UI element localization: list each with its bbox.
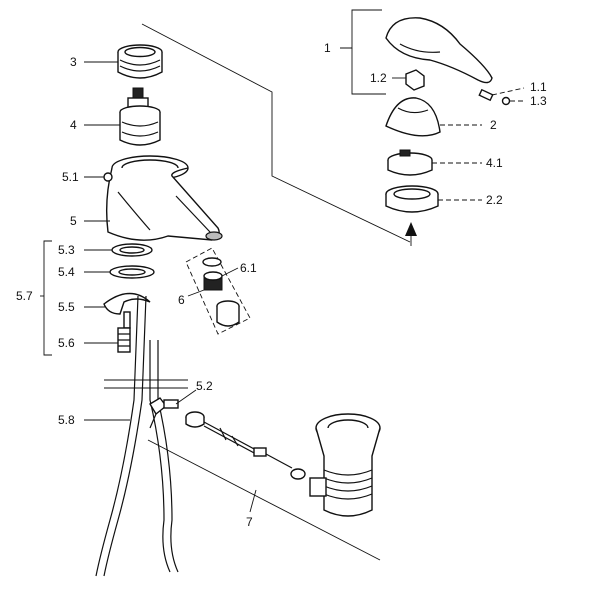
label-3: 3 bbox=[70, 55, 77, 69]
label-2: 2 bbox=[490, 118, 497, 132]
label-1-1: 1.1 bbox=[530, 80, 547, 94]
part-1-lever-handle bbox=[385, 17, 493, 84]
part-5-2-rod-joint bbox=[149, 397, 179, 429]
part-2-2-ring bbox=[385, 185, 439, 213]
part-1-2-insert bbox=[405, 69, 425, 91]
label-4: 4 bbox=[70, 118, 77, 132]
part-5-faucet-body bbox=[103, 155, 223, 241]
label-6-1: 6.1 bbox=[240, 261, 257, 275]
label-5: 5 bbox=[70, 214, 77, 228]
part-5-3-washer bbox=[111, 243, 153, 257]
callout-labels: 3 4 5.1 5 5.3 5.4 5.7 5.5 5.6 5.8 5.2 6.… bbox=[16, 41, 547, 529]
part-5-8-flexible-hoses bbox=[95, 295, 188, 577]
part-1-1-screw bbox=[478, 88, 494, 102]
label-5-4: 5.4 bbox=[58, 265, 75, 279]
label-5-3: 5.3 bbox=[58, 243, 75, 257]
part-3-cap-ring bbox=[117, 44, 163, 79]
label-1-2: 1.2 bbox=[370, 71, 387, 85]
label-5-5: 5.5 bbox=[58, 300, 75, 314]
label-5-8: 5.8 bbox=[58, 413, 75, 427]
label-1-3: 1.3 bbox=[530, 94, 547, 108]
part-7-pop-up-waste bbox=[185, 411, 381, 517]
label-5-1: 5.1 bbox=[62, 170, 79, 184]
part-5-6-stud bbox=[117, 327, 131, 353]
assembly-arrow bbox=[405, 222, 417, 236]
part-6-aerator-set bbox=[185, 247, 251, 335]
label-1: 1 bbox=[324, 41, 331, 55]
assembly-guide-lines bbox=[141, 23, 417, 561]
label-5-7: 5.7 bbox=[16, 289, 33, 303]
part-1-3-cap bbox=[501, 96, 511, 106]
label-5-2: 5.2 bbox=[196, 379, 213, 393]
label-5-6: 5.6 bbox=[58, 336, 75, 350]
label-2-2: 2.2 bbox=[486, 193, 503, 207]
part-5-5-clamp bbox=[103, 292, 151, 329]
label-4-1: 4.1 bbox=[486, 156, 503, 170]
part-2-dome-cover bbox=[385, 97, 441, 137]
part-4-1-stop-ring bbox=[387, 149, 433, 176]
part-4-cartridge bbox=[119, 87, 161, 146]
label-6: 6 bbox=[178, 293, 185, 307]
leader-lines bbox=[40, 9, 526, 513]
label-7: 7 bbox=[246, 515, 253, 529]
part-5-4-washer bbox=[109, 265, 155, 279]
